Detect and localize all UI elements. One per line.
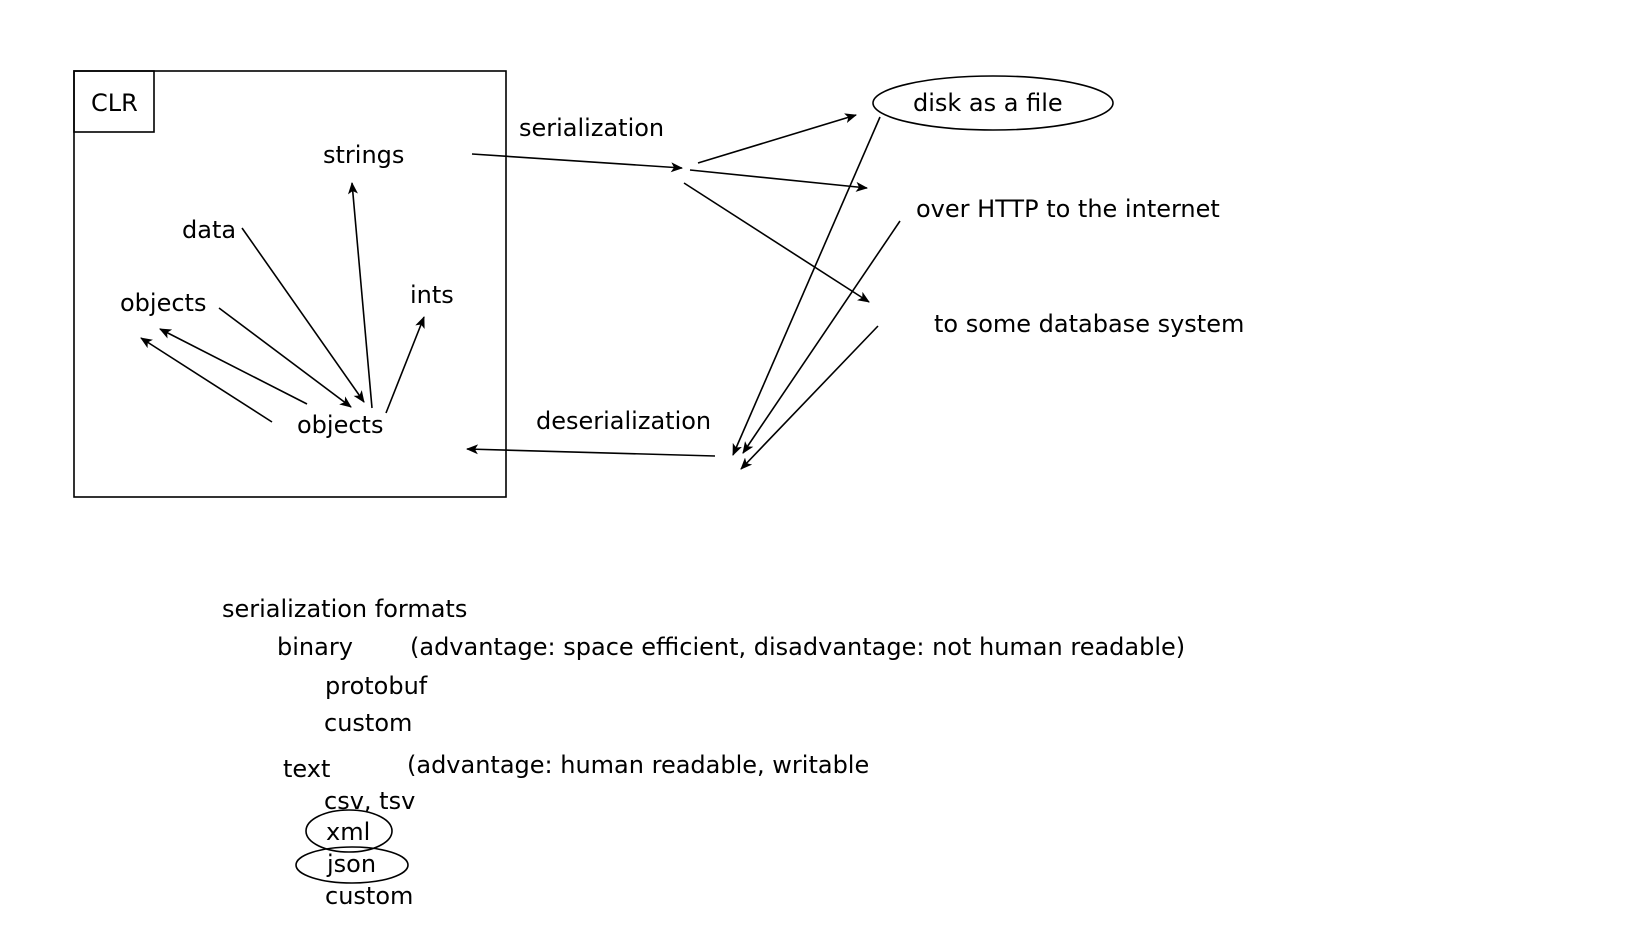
- clr-label-box: [73, 70, 155, 133]
- text-item-json: json: [327, 850, 377, 878]
- text-item-custom: custom: [325, 882, 414, 910]
- arrow-objects-to-objects-left-2: [140, 337, 273, 423]
- text-item-xml: xml: [326, 818, 371, 846]
- json-ellipse: [295, 846, 409, 884]
- arrow-to-database: [683, 182, 870, 303]
- arrow-objects-to-ints: [385, 316, 425, 414]
- strings-label: strings: [323, 141, 405, 169]
- text-note: (advantage: human readable, writable: [407, 751, 870, 779]
- arrow-deserialization: [466, 444, 716, 457]
- clr-label: CLR: [91, 89, 138, 117]
- text-item-csv-tsv: csv, tsv: [324, 787, 416, 815]
- binary-item-custom: custom: [324, 709, 413, 737]
- arrow-from-http: [742, 220, 901, 454]
- disk-ellipse: [872, 75, 1114, 131]
- data-label: data: [182, 216, 237, 244]
- arrow-objects-left-to-objects: [218, 307, 352, 408]
- arrow-to-disk: [697, 113, 857, 164]
- binary-label: binary: [277, 633, 353, 661]
- objects-bottom-label: objects: [297, 411, 384, 439]
- clr-boundary-box: [73, 70, 507, 498]
- arrow-serialization: [471, 153, 683, 173]
- arrow-to-http: [689, 169, 868, 192]
- arrow-from-database: [740, 325, 879, 470]
- objects-left-label: objects: [120, 289, 207, 317]
- arrow-objects-to-strings: [347, 182, 373, 409]
- deserialization-label: deserialization: [536, 407, 712, 435]
- arrow-from-disk: [732, 116, 881, 456]
- ints-label: ints: [410, 281, 454, 309]
- binary-item-protobuf: protobuf: [325, 672, 428, 700]
- arrow-objects-to-objects-left-1: [159, 328, 308, 405]
- text-label: text: [283, 755, 331, 783]
- http-label: over HTTP to the internet: [916, 195, 1220, 223]
- serialization-label: serialization: [519, 114, 665, 142]
- disk-label: disk as a file: [913, 89, 1063, 117]
- binary-note: (advantage: space efficient, disadvantag…: [410, 633, 1186, 661]
- xml-ellipse: [305, 809, 393, 853]
- formats-heading: serialization formats: [222, 595, 468, 623]
- database-label: to some database system: [934, 310, 1245, 338]
- arrow-data-to-objects: [241, 227, 365, 403]
